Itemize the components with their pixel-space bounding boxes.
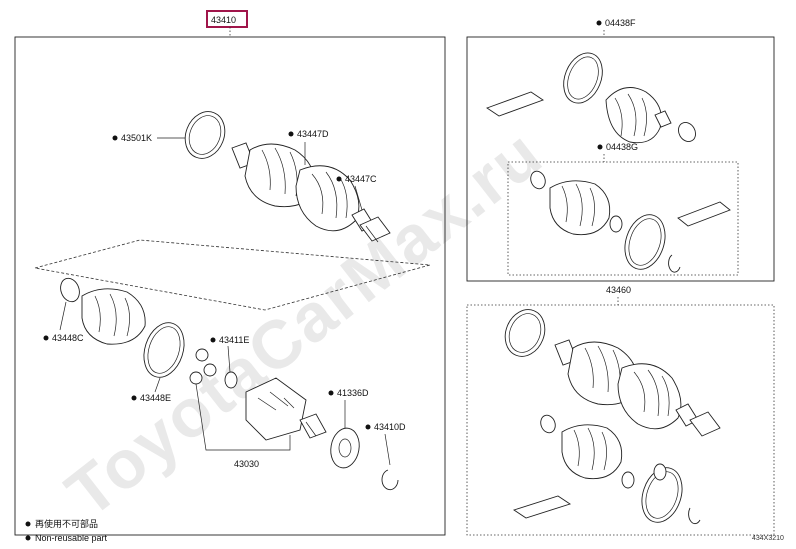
part-label-43501k[interactable]: 43501K	[121, 133, 152, 143]
bullet-icon	[365, 424, 371, 430]
part-label-43448e[interactable]: 43448E	[140, 393, 171, 403]
asm-r-snap[interactable]	[621, 471, 635, 489]
kit-g-snap[interactable]	[609, 215, 623, 233]
part-label-43410[interactable]: 43410	[211, 15, 236, 25]
dust-deflector-inner	[338, 438, 352, 458]
kit-f-grease-packet[interactable]	[486, 91, 544, 117]
part-label-43460[interactable]: 43460	[606, 285, 631, 295]
part-label-43447c[interactable]: 43447C	[345, 174, 377, 184]
part-number-highlight[interactable]	[206, 10, 248, 28]
ring-43501k-inner	[188, 115, 222, 155]
leader-43411e	[227, 345, 231, 373]
kit-g-boot[interactable]	[549, 180, 611, 236]
asm-r-clamp-ring-inner	[645, 471, 679, 519]
asm-r-small-clamp[interactable]	[538, 413, 557, 435]
inner-joint-housing[interactable]	[245, 377, 327, 441]
asm-r-inner-boot[interactable]	[561, 424, 623, 480]
bullet-icon	[328, 390, 334, 396]
tripod-spider[interactable]	[189, 348, 217, 385]
part-label-43448c[interactable]: 43448C	[52, 333, 84, 343]
assembly-43460-frame	[466, 304, 775, 536]
bullet-icon	[112, 135, 118, 141]
bullet-icon	[336, 176, 342, 182]
asm-r-outer-joint[interactable]	[554, 339, 721, 437]
asm-r-ring-inner	[508, 313, 542, 353]
bullet-icon	[43, 335, 49, 341]
clamp-43448c[interactable]	[57, 276, 82, 305]
asm-r-small-clamp-2[interactable]	[653, 463, 667, 481]
snap-ring-43410d[interactable]	[381, 469, 399, 491]
bullet-icon	[596, 20, 602, 26]
part-label-43410d[interactable]: 43410D	[374, 422, 406, 432]
kit-g-grease-packet[interactable]	[677, 201, 731, 227]
leader-43410d	[384, 433, 391, 466]
asm-r-ring[interactable]	[498, 304, 551, 363]
bullet-icon	[597, 144, 603, 150]
kit-g-clamp-ring-inner	[628, 218, 662, 266]
leader-43447c	[354, 185, 363, 211]
part-label-04438g[interactable]: 04438G	[606, 142, 638, 152]
part-label-43447d[interactable]: 43447D	[297, 129, 329, 139]
outer-joint-assembly[interactable]	[231, 142, 391, 243]
leader-43030	[195, 383, 291, 451]
diagram-code: 434X3210	[752, 535, 784, 542]
legend-line-1: 再使用不可部品	[35, 518, 98, 529]
main-assembly-frame	[14, 36, 446, 536]
bullet-icon	[210, 337, 216, 343]
inner-boot[interactable]	[81, 288, 146, 345]
asm-r-snap-ring[interactable]	[688, 507, 701, 524]
dust-deflector-41336d[interactable]	[328, 426, 363, 470]
kit-g-snap-ring[interactable]	[668, 254, 681, 273]
bullet-icon	[25, 521, 31, 527]
legend-line-2: Non-reusable part	[35, 533, 108, 543]
kit-f-small-clamp[interactable]	[675, 119, 699, 144]
bullet-icon	[25, 535, 31, 541]
bullet-icon	[131, 395, 137, 401]
clamp-43448e-inner	[147, 326, 181, 374]
kit-04438f-frame	[466, 36, 775, 282]
ring-43501k[interactable]	[178, 106, 231, 165]
leader-43448c	[59, 301, 67, 331]
part-label-43030[interactable]: 43030	[234, 459, 259, 469]
part-label-04438f[interactable]: 04438F	[605, 18, 636, 28]
kit-f-boot[interactable]	[605, 87, 672, 144]
asm-r-grease-packet[interactable]	[512, 495, 572, 519]
kit-g-small-clamp[interactable]	[528, 169, 547, 191]
kit-f-clamp-ring-inner	[567, 56, 599, 100]
part-label-41336d[interactable]: 41336D	[337, 388, 369, 398]
kit-f-clamp-ring[interactable]	[557, 47, 610, 109]
part-label-43411e[interactable]: 43411E	[219, 335, 249, 345]
bullet-icon	[288, 131, 294, 137]
leader-43448e	[154, 377, 161, 393]
sub-assembly-outline	[34, 239, 431, 311]
snap-ring-43411e[interactable]	[224, 371, 238, 389]
